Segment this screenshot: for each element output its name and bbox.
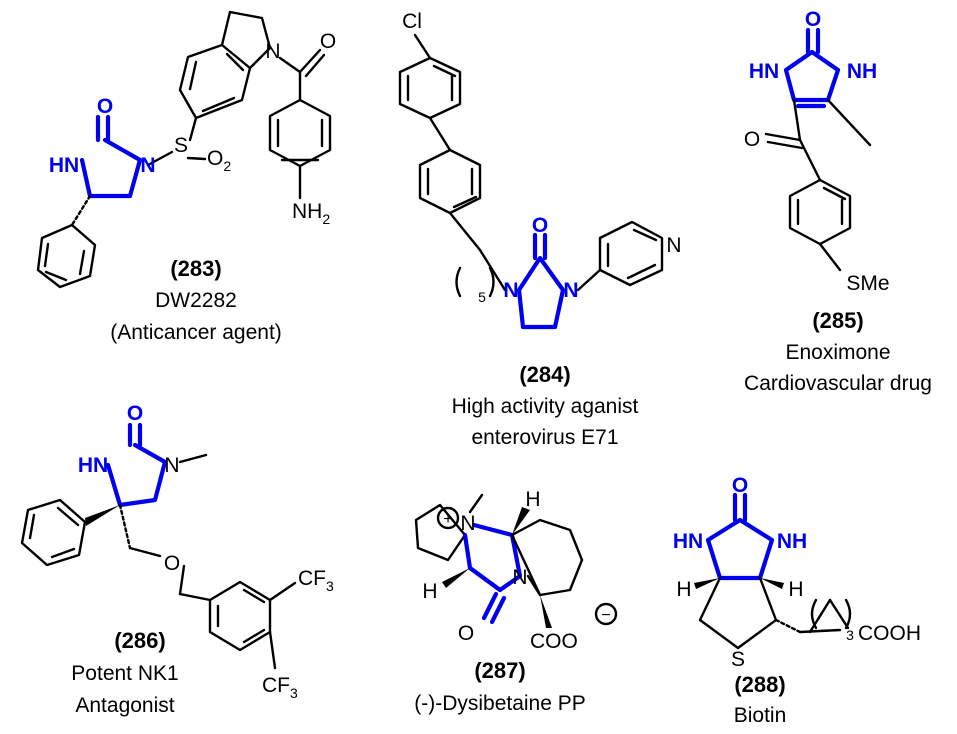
c285-core-ring [783, 49, 841, 103]
c284-atom-n-pyridine: N [666, 234, 681, 257]
c288-atom-cooh: COOH [858, 622, 921, 645]
c285-atom-sme: SMe [846, 272, 889, 295]
c287-caption-name: (-)-Dysibetaine PP [414, 692, 586, 715]
c286-stereo-hash [118, 503, 132, 550]
c285-methyl [826, 98, 872, 147]
c287-atom-n-plus: N [460, 512, 475, 535]
c286-atom-cf3-b: CF3 [262, 674, 298, 701]
c287-charge-plus-ring [436, 506, 460, 530]
c287-atom-o: O [458, 622, 474, 645]
c284-core-ring [516, 255, 566, 330]
c283-stereo-bond [70, 194, 92, 227]
c285-number: (285) [812, 308, 863, 333]
c288-stereo-wedge-h2 [760, 578, 784, 589]
c283-atom-s: S [174, 134, 188, 157]
c283-atom-o-amide: O [320, 30, 336, 53]
c288-thiolane [698, 576, 778, 650]
c287-atom-coo: COO [530, 630, 578, 653]
c285-caption-class: Cardiovascular drug [744, 372, 932, 395]
c284-atom-o: O [532, 214, 548, 237]
c288-atom-o: O [732, 474, 748, 497]
c286-atom-o: O [127, 402, 143, 425]
c287-atom-h2: H [422, 580, 437, 603]
compound-283: O N HN S O2 N O NH2 (283) DW2282 (Antica… [36, 10, 336, 344]
c283-atom-n-indoline: N [265, 40, 280, 63]
c284-pyridine [598, 220, 664, 287]
c288-stereo-wedge-h1 [694, 578, 720, 589]
c286-phenyl [20, 498, 87, 567]
c283-caption-activity: (Anticancer agent) [110, 321, 282, 344]
c286-stereo-wedge [85, 505, 120, 526]
c283-caption-name: DW2282 [155, 289, 237, 312]
c287-stereo-wedge-h [442, 568, 470, 588]
c285-atom-nh: NH [847, 60, 877, 83]
c287-atom-n: N [512, 566, 527, 589]
c284-atom-cl: Cl [402, 10, 422, 33]
c288-atom-nh: NH [777, 530, 807, 553]
c288-atom-s: S [731, 648, 745, 671]
c288-stereo-hash [774, 618, 802, 634]
c287-charge-minus: − [601, 607, 610, 624]
compound-288: O HN NH H H S 3 COOH (288) Biotin [673, 474, 921, 727]
compound-286: O HN N O CF3 CF3 (286) Potent NK1 Antago… [20, 402, 334, 717]
c288-atom-hn: HN [673, 530, 703, 553]
c288-chain-count: 3 [846, 627, 854, 643]
c286-atom-n: N [164, 454, 179, 477]
c283-atom-nh2: NH2 [292, 200, 330, 227]
c287-stereo-wedge-top [512, 507, 530, 535]
c284-number: (284) [519, 362, 570, 387]
c285-atom-o-ketone: O [744, 128, 760, 151]
c283-core-ring [79, 137, 143, 199]
c284-chain-paren-right [488, 266, 495, 298]
compound-285: O HN NH O SMe (285) Enoximone Cardiovasc… [744, 8, 932, 395]
c288-core-ring [705, 517, 775, 581]
c284-caption-line2: enterovirus E71 [471, 426, 618, 449]
c283-pyrroline [220, 10, 272, 70]
c287-atom-h1: H [525, 488, 540, 511]
c286-atom-o-ether: O [164, 552, 180, 575]
c285-caption-name: Enoximone [785, 341, 890, 364]
c288-number: (288) [734, 672, 785, 697]
c287-stereo-wedge-coo [540, 595, 552, 628]
c284-caption-line1: High activity aganist [452, 395, 639, 418]
c283-atom-nh: HN [49, 154, 79, 177]
c287-number: (287) [474, 658, 525, 683]
c283-phenyl [36, 223, 97, 289]
c288-caption-name: Biotin [734, 704, 787, 727]
compound-284: Cl 5 O N N N (284) High activity aganist… [398, 10, 682, 449]
c286-caption-line2: Antagonist [75, 694, 174, 717]
c287-charge-plus: + [443, 511, 452, 528]
c284-chain-count: 5 [478, 289, 486, 305]
c287-core-ring [462, 522, 523, 593]
c284-atom-n1: N [503, 279, 518, 302]
c288-atom-h1: H [676, 578, 691, 601]
c286-n-methyl [178, 453, 208, 464]
c287-n-methyl [468, 493, 484, 514]
c283-atom-n: N [140, 154, 155, 177]
c286-atom-hn: HN [78, 454, 108, 477]
c283-number: (283) [170, 256, 221, 281]
c283-atom-o2: O2 [207, 147, 231, 174]
c285-atom-o: O [805, 8, 821, 31]
c284-atom-n2: N [563, 279, 578, 302]
c286-number: (286) [114, 628, 165, 653]
c288-atom-h2: H [788, 578, 803, 601]
c286-caption-line1: Potent NK1 [71, 662, 178, 685]
c286-core-ring [105, 442, 168, 508]
c287-pyrrolidine [414, 503, 467, 562]
c286-atom-cf3-a: CF3 [298, 567, 334, 594]
compound-287: N + N H H O COO − (287) (-)-Dysibetaine … [414, 488, 618, 715]
c283-atom-o: O [97, 95, 113, 118]
c287-charge-minus-ring [594, 602, 618, 626]
c284-chain-paren-left [455, 266, 462, 298]
c285-atom-hn: HN [749, 60, 779, 83]
